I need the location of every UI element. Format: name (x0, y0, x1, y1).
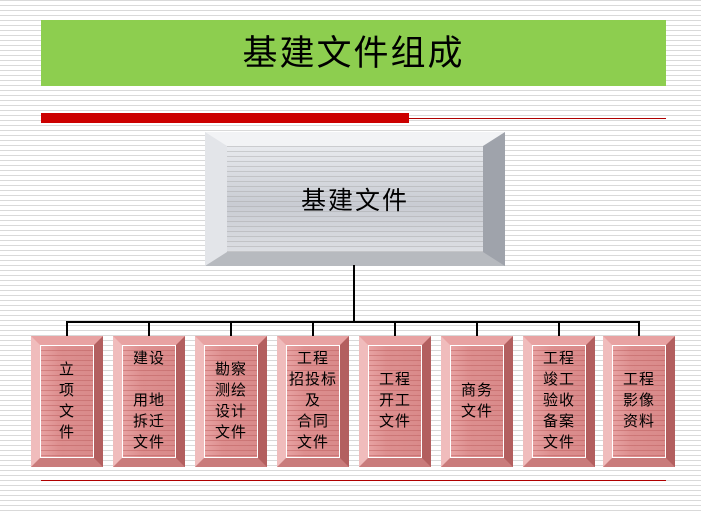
diagram-node-label: 工程 开工 文件 (378, 372, 411, 430)
diagram-node-label: 建设 用地 拆迁 文件 (132, 351, 165, 451)
connector-stub-2 (148, 321, 150, 336)
connector-stub-1 (66, 321, 68, 336)
connector-bus (66, 321, 640, 323)
footer-rule (41, 480, 666, 481)
title-underline-thick (41, 113, 409, 123)
diagram-node-label: 工程 招投标 及 合同 文件 (288, 351, 337, 451)
diagram-node-jianshe[interactable]: 建设 用地 拆迁 文件 (113, 336, 185, 467)
diagram-node-body: 勘察 测绘 设计 文件 (204, 345, 258, 458)
diagram-node-body: 工程 招投标 及 合同 文件 (286, 345, 340, 458)
diagram-root-node[interactable]: 基建文件 (205, 132, 505, 266)
diagram-node-shangwu[interactable]: 商务 文件 (441, 336, 513, 467)
diagram-node-jungong[interactable]: 工程 竣工 验收 备案 文件 (523, 336, 595, 467)
diagram-node-label: 工程 影像 资料 (622, 372, 655, 430)
page-title: 基建文件组成 (242, 33, 465, 73)
title-banner: 基建文件组成 (41, 20, 666, 86)
diagram-node-lixiang[interactable]: 立 项 文 件 (31, 336, 103, 467)
diagram-node-label: 商务 文件 (460, 382, 493, 420)
diagram-node-body: 商务 文件 (450, 345, 504, 458)
diagram-node-body: 工程 竣工 验收 备案 文件 (532, 345, 586, 458)
diagram-node-kancha[interactable]: 勘察 测绘 设计 文件 (195, 336, 267, 467)
diagram-node-label: 立 项 文 件 (58, 361, 75, 441)
diagram-node-body: 立 项 文 件 (40, 345, 94, 458)
diagram-root-label: 基建文件 (300, 188, 409, 215)
connector-stub-5 (394, 321, 396, 336)
connector-stub-6 (476, 321, 478, 336)
connector-stub-4 (312, 321, 314, 336)
diagram-node-body: 建设 用地 拆迁 文件 (122, 345, 176, 458)
diagram-node-label: 工程 竣工 验收 备案 文件 (542, 351, 575, 451)
connector-trunk (353, 265, 355, 322)
diagram-node-label: 勘察 测绘 设计 文件 (214, 361, 247, 441)
diagram-node-body: 工程 影像 资料 (612, 345, 666, 458)
diagram-node-yingxiang[interactable]: 工程 影像 资料 (603, 336, 675, 467)
diagram-node-body: 工程 开工 文件 (368, 345, 422, 458)
connector-stub-8 (638, 321, 640, 336)
diagram-node-zhaotoubiao[interactable]: 工程 招投标 及 合同 文件 (277, 336, 349, 467)
diagram-node-kaigong[interactable]: 工程 开工 文件 (359, 336, 431, 467)
connector-stub-7 (558, 321, 560, 336)
connector-stub-3 (230, 321, 232, 336)
